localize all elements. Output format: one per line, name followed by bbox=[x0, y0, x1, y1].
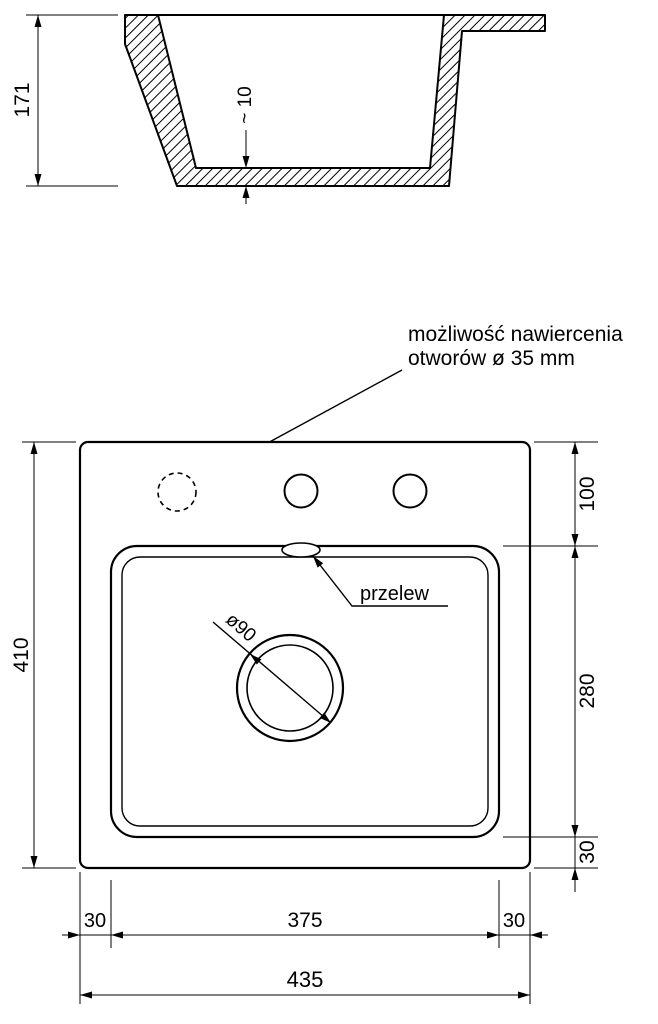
drill-note-line1: możliwość nawiercenia bbox=[408, 323, 623, 346]
arrowhead bbox=[80, 991, 92, 999]
arrowhead bbox=[313, 556, 324, 568]
dimension-height-410: 410 bbox=[10, 441, 76, 869]
arrowhead bbox=[530, 931, 542, 939]
arrowhead bbox=[250, 654, 262, 665]
sink-cross-section bbox=[124, 14, 546, 187]
arrowhead bbox=[242, 186, 250, 198]
dimension-bottom-thickness-10: ~ 10 bbox=[235, 86, 256, 204]
leader-line bbox=[312, 555, 448, 607]
arrowhead bbox=[487, 931, 499, 939]
dim-30-bottom-right-label: 30 bbox=[576, 840, 599, 863]
dim-100-label: 100 bbox=[576, 476, 599, 511]
dim-410-label: 410 bbox=[10, 637, 33, 672]
plan-view: przelew ø90 410 bbox=[10, 440, 599, 1004]
arrowhead bbox=[111, 931, 123, 939]
dimension-width-435: 435 bbox=[80, 967, 530, 999]
dim-30-left-label: 30 bbox=[84, 910, 106, 932]
dim-10-label: ~ 10 bbox=[235, 86, 256, 124]
overflow-label: przelew bbox=[360, 583, 429, 605]
arrowhead bbox=[571, 825, 579, 837]
drill-note-line2: otworów ø 35 mm bbox=[408, 347, 575, 370]
dimensions-right-side: 100 280 30 bbox=[503, 441, 599, 892]
faucet-hole-right bbox=[392, 473, 428, 509]
dim-375-label: 375 bbox=[287, 909, 322, 932]
side-section-view: 171 ~ 10 bbox=[11, 14, 546, 204]
dim-line bbox=[212, 621, 332, 724]
overflow-opening bbox=[281, 542, 321, 558]
arrowhead bbox=[242, 156, 250, 168]
faucet-hole-center bbox=[283, 473, 319, 509]
dim-30-right-label: 30 bbox=[503, 910, 525, 932]
arrowhead bbox=[571, 868, 579, 880]
drain-inner-circle bbox=[246, 644, 334, 732]
dim-280-label: 280 bbox=[576, 673, 599, 708]
arrowhead bbox=[34, 174, 42, 186]
arrowhead bbox=[68, 931, 80, 939]
arrowhead bbox=[518, 991, 530, 999]
arrowhead bbox=[30, 856, 38, 868]
overflow-callout: przelew bbox=[312, 555, 448, 607]
arrowhead bbox=[34, 15, 42, 27]
dimension-depth-171: 171 bbox=[11, 14, 118, 187]
dimensions-bottom-widths: 30 375 30 bbox=[62, 872, 548, 1004]
drain-outer-circle bbox=[235, 633, 345, 743]
arrowhead bbox=[319, 712, 331, 723]
dim-171-label: 171 bbox=[11, 82, 34, 117]
arrowhead bbox=[571, 442, 579, 454]
dim-435-label: 435 bbox=[287, 967, 324, 992]
arrowhead bbox=[571, 534, 579, 546]
optional-drill-hole-dashed bbox=[157, 472, 197, 512]
arrowhead bbox=[571, 546, 579, 558]
sink-outline bbox=[78, 440, 532, 870]
arrowhead bbox=[30, 442, 38, 454]
